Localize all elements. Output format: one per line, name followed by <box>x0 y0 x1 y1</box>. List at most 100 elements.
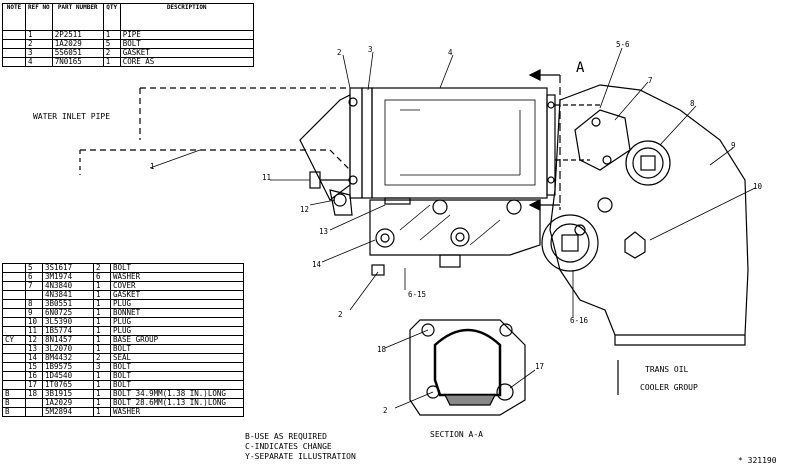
core-inner <box>384 99 536 186</box>
note-cell <box>2 281 26 291</box>
col-desc: DESCRIPTION <box>119 3 254 31</box>
note-cell <box>2 39 26 49</box>
base-port-inner <box>380 233 390 243</box>
note-cell <box>2 371 26 381</box>
part-cell: 5M2894 <box>42 407 94 417</box>
note-cell <box>2 57 26 67</box>
bolt-13 <box>309 171 321 189</box>
callout-number: 3 <box>368 45 373 54</box>
figure-mark: * <box>738 456 743 465</box>
callout-number: 8 <box>690 99 695 108</box>
note-cell <box>2 317 26 327</box>
core-right-plate <box>546 94 556 196</box>
callout-number: 11 <box>262 173 272 182</box>
base-port <box>432 199 448 215</box>
note-cell <box>2 272 26 282</box>
cover-7 <box>574 109 631 171</box>
note-line: Y-SEPARATE ILLUSTRATION <box>245 452 356 461</box>
ref-cell: 18 <box>25 389 43 399</box>
note-cell <box>2 353 26 363</box>
ref-cell <box>25 407 43 417</box>
plug-8 <box>640 155 656 171</box>
note-cell <box>2 263 26 273</box>
figure-number: * 321190 <box>738 456 777 465</box>
casting-ribs <box>399 204 501 246</box>
note-cell <box>2 30 26 40</box>
figure-id: 321190 <box>747 456 777 465</box>
bolt-hole <box>574 224 586 236</box>
water-inlet-pipe-label: WATER INLET PIPE <box>33 112 111 121</box>
washer <box>333 193 347 207</box>
bolt-hole <box>597 197 613 213</box>
note-cell <box>2 48 26 58</box>
cover-bolt <box>591 117 601 127</box>
seal-14 <box>384 197 411 205</box>
note-cell: B <box>2 407 26 417</box>
trans-oil-label: TRANS OIL <box>645 365 689 374</box>
callout-number: 14 <box>312 260 322 269</box>
cooler-group-label: COOLER GROUP <box>640 383 698 392</box>
bolt-head <box>547 101 555 109</box>
notes-block: B-USE AS REQUIRED C-INDICATES CHANGE Y-S… <box>245 432 356 462</box>
desc-cell: CORE AS <box>119 57 254 67</box>
callout-number: 18 <box>377 345 387 354</box>
section-bolt <box>421 323 435 337</box>
section-hatch <box>444 394 496 406</box>
section-bolt <box>499 323 513 337</box>
section-arrow-label: A <box>576 60 585 76</box>
table-row: 4 7N0165 1 CORE AS <box>2 57 254 67</box>
col-qty: QTY <box>102 3 121 31</box>
callout-number: 13 <box>319 227 329 236</box>
note-cell <box>2 362 26 372</box>
core-detail <box>400 109 521 176</box>
cooler-group-body <box>549 84 749 336</box>
core-body <box>371 87 548 199</box>
section-arrows <box>540 74 560 206</box>
callout-number: 2 <box>337 48 342 57</box>
callout-number: 5-6 <box>616 40 630 49</box>
callout-number: 2 <box>383 406 388 415</box>
bolt-head <box>348 97 358 107</box>
section-flange <box>409 319 526 416</box>
callout-number: 17 <box>535 362 545 371</box>
callout-number: 2 <box>338 310 343 319</box>
pipe-outline <box>139 87 350 140</box>
lower-flange <box>329 189 353 216</box>
pipe-outline-lower <box>80 149 351 171</box>
callout-leaders <box>149 47 756 409</box>
ref-cell: 7 <box>25 281 43 291</box>
col-ref: REF NO <box>25 3 53 31</box>
qty-cell: 1 <box>93 407 111 417</box>
desc-cell: WASHER <box>110 407 244 417</box>
section-passage <box>433 328 502 397</box>
left-flange <box>299 94 351 201</box>
base-port <box>506 199 522 215</box>
note-cell: CY <box>2 335 26 345</box>
callout-number: 4 <box>448 48 453 57</box>
hidden-lines <box>555 104 600 161</box>
callout-number: 10 <box>753 182 763 191</box>
plug-11-boss <box>541 214 599 272</box>
bonnet-9-inner <box>632 147 664 179</box>
base-port-inner <box>455 232 465 242</box>
base-port <box>450 227 470 247</box>
cover-bolt <box>602 155 612 165</box>
section-title: SECTION A-A <box>430 430 483 439</box>
note-cell <box>2 344 26 354</box>
part-cell: 7N0165 <box>51 57 104 67</box>
note-cell <box>2 299 26 309</box>
col-part: PART NUMBER <box>51 3 104 31</box>
gasket-inner <box>361 87 373 199</box>
col-note: NOTE <box>2 3 26 31</box>
qty-cell: 1 <box>102 57 121 67</box>
callout-number: 9 <box>731 141 736 150</box>
plug-11-ring <box>550 223 590 263</box>
note-cell <box>2 308 26 318</box>
ref-cell: 4 <box>25 57 53 67</box>
table-row: 1 2P2511 1 PIPE <box>2 30 254 40</box>
bolt-head <box>547 176 555 184</box>
